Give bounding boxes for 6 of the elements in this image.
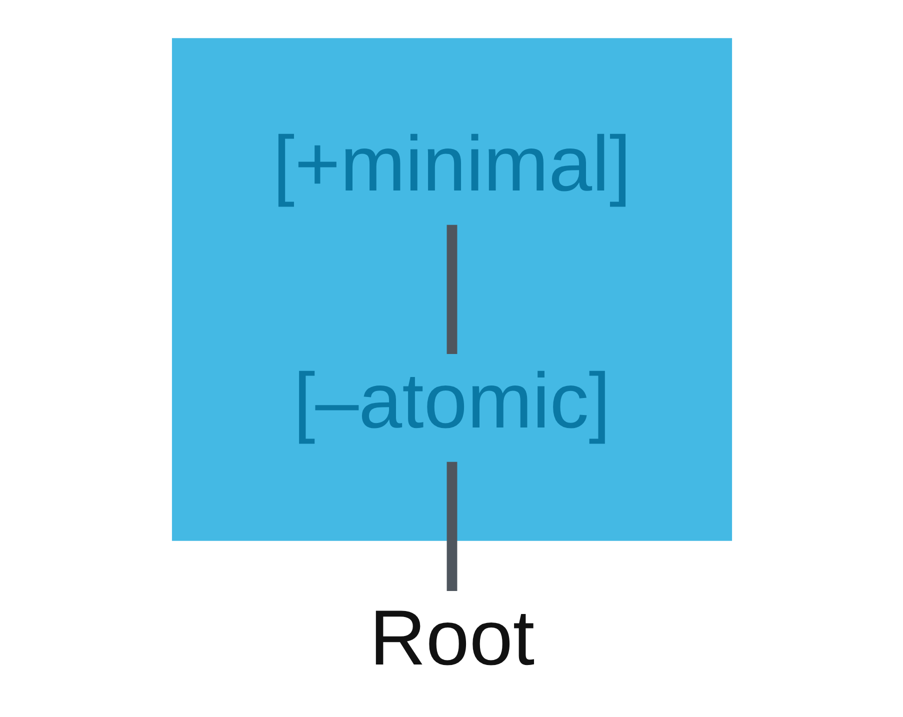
connector <box>446 462 457 591</box>
node-text: Root <box>368 594 534 682</box>
node-text: [+minimal] <box>272 119 631 208</box>
cluster <box>171 38 732 541</box>
node-text: [–atomic] <box>292 356 610 445</box>
connector <box>446 224 457 354</box>
